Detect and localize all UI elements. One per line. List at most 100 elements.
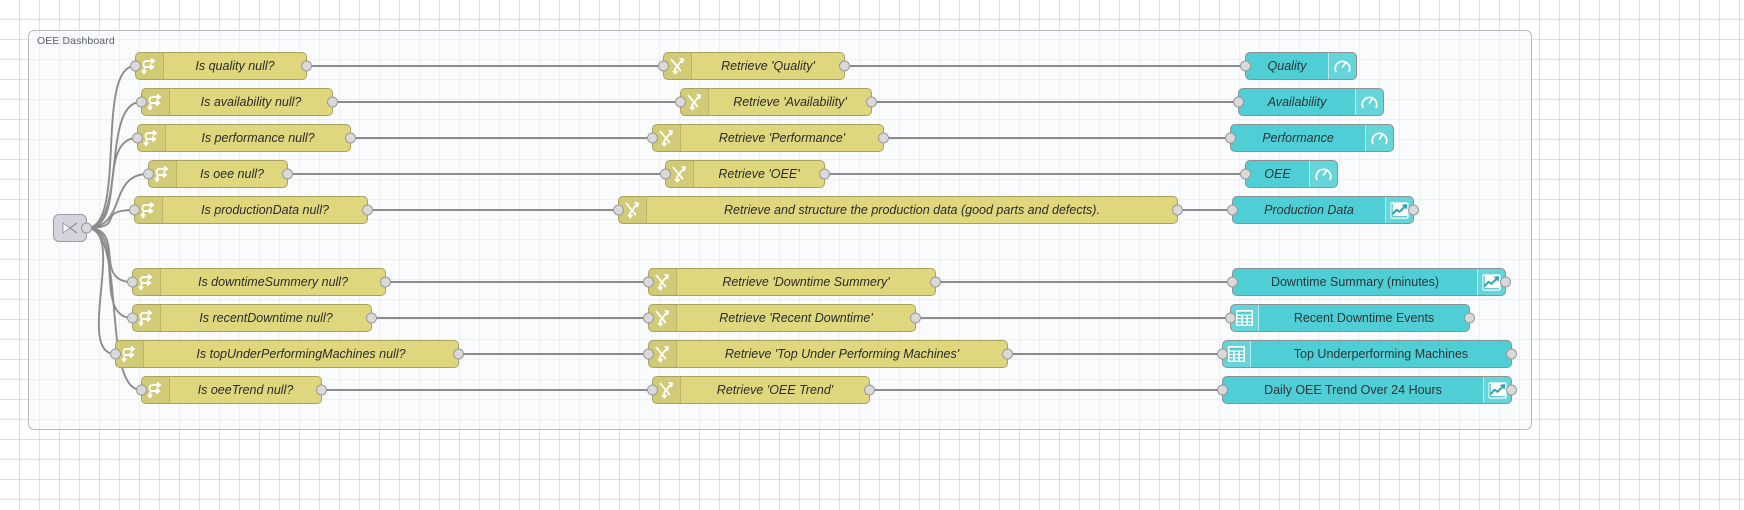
switch-node-is-recentdowntime-null-input-port[interactable] [127, 312, 138, 324]
inject-trigger-node[interactable] [53, 214, 92, 242]
switch-node-is-oee-null-label: Is oee null? [200, 166, 264, 181]
switch-node-is-performance-null-input-port[interactable] [132, 132, 143, 144]
change-node-retrieve-oee-input-port[interactable] [660, 168, 671, 180]
switch-node-is-downtimesummery-null-label: Is downtimeSummery null? [197, 274, 349, 289]
dashboard-node-oee-body: OEE [1246, 161, 1309, 187]
change-node-retrieve-quality[interactable]: Retrieve 'Quality' [658, 52, 850, 80]
dashboard-node-daily-oee-trend-over-24-hours-body: Daily OEE Trend Over 24 Hours [1223, 377, 1483, 403]
dashboard-node-performance-input-port[interactable] [1225, 132, 1236, 144]
dashboard-node-performance[interactable]: Performance [1225, 124, 1394, 152]
switch-node-is-recentdowntime-null-body: Is recentDowntime null? [161, 305, 371, 331]
switch-node-is-downtimesummery-null-output-port[interactable] [380, 276, 391, 288]
switch-node-is-availability-null[interactable]: Is availability null? [136, 88, 338, 116]
dashboard-node-production-data[interactable]: Production Data [1227, 196, 1419, 224]
switch-node-is-recentdowntime-null[interactable]: Is recentDowntime null? [127, 304, 377, 332]
switch-node-is-oeetrend-null[interactable]: Is oeeTrend null? [136, 376, 327, 404]
dashboard-node-performance-body: Performance [1231, 125, 1365, 151]
change-node-retrieve-top-under-performing-machines-output-port[interactable] [1002, 348, 1013, 360]
change-node-retrieve-downtime-summery[interactable]: Retrieve 'Downtime Summery' [643, 268, 941, 296]
dashboard-node-quality[interactable]: Quality [1240, 52, 1357, 80]
switch-node-is-oeetrend-null-body: Is oeeTrend null? [170, 377, 321, 403]
switch-node-is-quality-null-input-port[interactable] [130, 60, 141, 72]
switch-icon [116, 341, 144, 367]
change-node-retrieve-performance-input-port[interactable] [647, 132, 658, 144]
switch-node-is-performance-null-output-port[interactable] [345, 132, 356, 144]
dashboard-node-oee[interactable]: OEE [1240, 160, 1338, 188]
dashboard-node-recent-downtime-events-output-port[interactable] [1464, 312, 1475, 324]
change-node-retrieve-oee-trend-input-port[interactable] [647, 384, 658, 396]
change-node-retrieve-availability-output-port[interactable] [866, 96, 877, 108]
change-node-retrieve-recent-downtime-output-port[interactable] [910, 312, 921, 324]
switch-node-is-oee-null-output-port[interactable] [282, 168, 293, 180]
switch-node-is-oee-null[interactable]: Is oee null? [143, 160, 293, 188]
dashboard-node-downtime-summary-minutes[interactable]: Downtime Summary (minutes) [1227, 268, 1511, 296]
switch-node-is-oee-null-input-port[interactable] [143, 168, 154, 180]
dashboard-node-top-underperforming-machines-input-port[interactable] [1217, 348, 1228, 360]
change-node-retrieve-recent-downtime[interactable]: Retrieve 'Recent Downtime' [643, 304, 921, 332]
change-node-retrieve-and-structure-the-production-data-g-input-port[interactable] [613, 204, 624, 216]
dashboard-node-availability-label: Availability [1267, 94, 1327, 109]
change-node-retrieve-oee[interactable]: Retrieve 'OEE' [660, 160, 830, 188]
change-node-retrieve-oee-output-port[interactable] [819, 168, 830, 180]
dashboard-node-top-underperforming-machines[interactable]: Top Underperforming Machines [1217, 340, 1517, 368]
dashboard-node-recent-downtime-events-input-port[interactable] [1225, 312, 1236, 324]
switch-node-is-downtimesummery-null[interactable]: Is downtimeSummery null? [127, 268, 391, 296]
change-node-retrieve-and-structure-the-production-data-g[interactable]: Retrieve and structure the production da… [613, 196, 1183, 224]
switch-node-is-productiondata-null-label: Is productionData null? [201, 202, 329, 217]
change-node-retrieve-downtime-summery-body: Retrieve 'Downtime Summery' [677, 269, 935, 295]
dashboard-node-oee-label: OEE [1264, 166, 1291, 181]
change-node-retrieve-availability-body: Retrieve 'Availability' [709, 89, 871, 115]
switch-node-is-topunderperformingmachines-null-output-port[interactable] [453, 348, 464, 360]
switch-node-is-productiondata-null[interactable]: Is productionData null? [129, 196, 373, 224]
dashboard-node-oee-input-port[interactable] [1240, 168, 1251, 180]
switch-node-is-quality-null[interactable]: Is quality null? [130, 52, 312, 80]
change-node-retrieve-top-under-performing-machines-input-port[interactable] [643, 348, 654, 360]
change-node-retrieve-performance[interactable]: Retrieve 'Performance' [647, 124, 889, 152]
change-node-retrieve-and-structure-the-production-data-g-label: Retrieve and structure the production da… [724, 202, 1100, 217]
dashboard-node-daily-oee-trend-over-24-hours-input-port[interactable] [1217, 384, 1228, 396]
change-node-retrieve-downtime-summery-output-port[interactable] [930, 276, 941, 288]
switch-node-is-recentdowntime-null-output-port[interactable] [366, 312, 377, 324]
dashboard-node-downtime-summary-minutes-output-port[interactable] [1500, 276, 1511, 288]
dashboard-node-production-data-output-port[interactable] [1408, 204, 1419, 216]
dashboard-node-recent-downtime-events[interactable]: Recent Downtime Events [1225, 304, 1475, 332]
switch-node-is-oeetrend-null-input-port[interactable] [136, 384, 147, 396]
change-node-retrieve-downtime-summery-input-port[interactable] [643, 276, 654, 288]
dashboard-node-quality-input-port[interactable] [1240, 60, 1251, 72]
switch-node-is-topunderperformingmachines-null[interactable]: Is topUnderPerformingMachines null? [110, 340, 464, 368]
change-node-retrieve-oee-trend[interactable]: Retrieve 'OEE Trend' [647, 376, 875, 404]
change-node-retrieve-and-structure-the-production-data-g-output-port[interactable] [1172, 204, 1183, 216]
switch-node-is-quality-null-output-port[interactable] [301, 60, 312, 72]
change-node-retrieve-oee-trend-output-port[interactable] [864, 384, 875, 396]
change-node-retrieve-availability-input-port[interactable] [675, 96, 686, 108]
dashboard-node-top-underperforming-machines-output-port[interactable] [1506, 348, 1517, 360]
change-node-retrieve-performance-output-port[interactable] [878, 132, 889, 144]
switch-node-is-topunderperformingmachines-null-body: Is topUnderPerformingMachines null? [144, 341, 458, 367]
dashboard-node-availability[interactable]: Availability [1233, 88, 1384, 116]
change-node-retrieve-quality-output-port[interactable] [839, 60, 850, 72]
dashboard-node-daily-oee-trend-over-24-hours[interactable]: Daily OEE Trend Over 24 Hours [1217, 376, 1517, 404]
change-node-retrieve-performance-body: Retrieve 'Performance' [681, 125, 883, 151]
switch-node-is-availability-null-input-port[interactable] [136, 96, 147, 108]
dashboard-node-production-data-input-port[interactable] [1227, 204, 1238, 216]
switch-node-is-productiondata-null-output-port[interactable] [362, 204, 373, 216]
switch-node-is-productiondata-null-input-port[interactable] [129, 204, 140, 216]
dashboard-node-downtime-summary-minutes-input-port[interactable] [1227, 276, 1238, 288]
change-node-retrieve-recent-downtime-input-port[interactable] [643, 312, 654, 324]
change-node-retrieve-top-under-performing-machines[interactable]: Retrieve 'Top Under Performing Machines' [643, 340, 1013, 368]
switch-node-is-performance-null-label: Is performance null? [201, 130, 315, 145]
switch-node-is-recentdowntime-null-label: Is recentDowntime null? [199, 310, 333, 325]
switch-node-is-quality-null-body: Is quality null? [164, 53, 306, 79]
change-node-retrieve-availability[interactable]: Retrieve 'Availability' [675, 88, 877, 116]
dashboard-node-availability-input-port[interactable] [1233, 96, 1244, 108]
inject-output-port[interactable] [81, 222, 92, 234]
dashboard-node-daily-oee-trend-over-24-hours-output-port[interactable] [1506, 384, 1517, 396]
switch-node-is-downtimesummery-null-input-port[interactable] [127, 276, 138, 288]
change-node-retrieve-top-under-performing-machines-label: Retrieve 'Top Under Performing Machines' [724, 346, 960, 361]
switch-node-is-topunderperformingmachines-null-input-port[interactable] [110, 348, 121, 360]
switch-node-is-availability-null-output-port[interactable] [327, 96, 338, 108]
switch-node-is-performance-null[interactable]: Is performance null? [132, 124, 356, 152]
change-node-retrieve-quality-input-port[interactable] [658, 60, 669, 72]
switch-node-is-oeetrend-null-output-port[interactable] [316, 384, 327, 396]
